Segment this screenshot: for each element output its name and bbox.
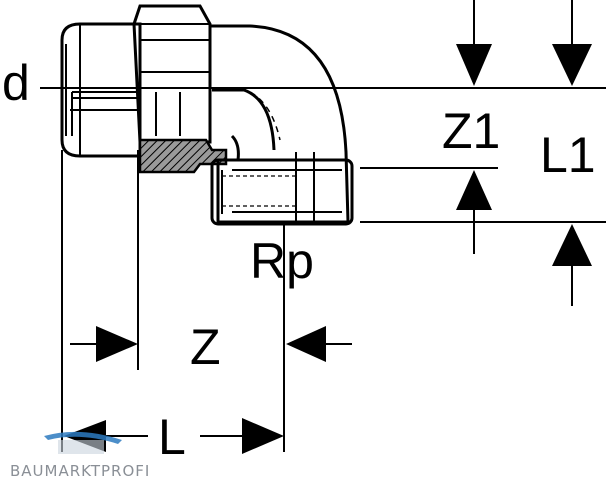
l1-top-arrow xyxy=(552,44,592,86)
reference-lines xyxy=(40,87,606,452)
label-z: Z xyxy=(190,319,221,375)
union-nut xyxy=(132,4,212,144)
threaded-outlet xyxy=(210,152,354,226)
elbow-body xyxy=(210,24,350,224)
z-right-arrow xyxy=(286,326,326,362)
label-l: L xyxy=(158,409,186,465)
roof-icon xyxy=(44,431,122,444)
label-l1: L1 xyxy=(540,127,596,183)
label-z1: Z1 xyxy=(442,103,501,159)
label-d: d xyxy=(2,55,30,111)
label-rp: Rp xyxy=(250,233,314,289)
press-socket xyxy=(60,22,142,158)
z1-bottom-arrow xyxy=(456,170,492,210)
l1-bottom-arrow xyxy=(552,224,592,266)
watermark-logo xyxy=(44,431,122,454)
l-right-arrow xyxy=(242,418,284,454)
watermark-text: BAUMARKTPROFI xyxy=(10,462,151,480)
seal-section xyxy=(138,138,228,174)
z-left-arrow xyxy=(96,326,138,362)
z1-top-arrow xyxy=(456,44,492,86)
